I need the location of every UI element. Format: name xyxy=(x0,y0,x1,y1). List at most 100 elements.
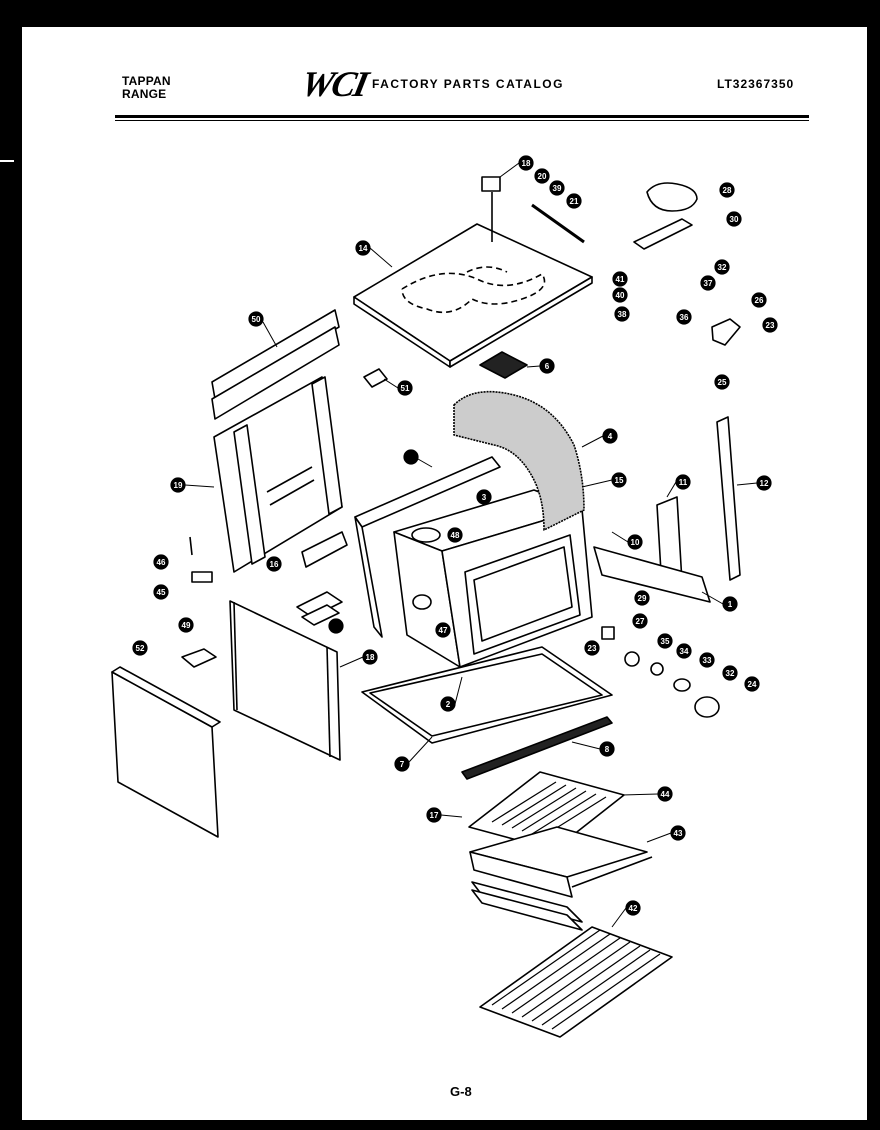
edge-mark xyxy=(0,160,14,162)
callout-42: 42 xyxy=(625,900,641,916)
callout-18b: 18 xyxy=(362,649,378,665)
callout-3: 3 xyxy=(476,489,492,505)
callout-46: 46 xyxy=(153,554,169,570)
callout-number: 11 xyxy=(679,478,688,487)
callout-47: 47 xyxy=(435,622,451,638)
callout-number: 26 xyxy=(755,296,764,305)
callout-number: 41 xyxy=(616,275,625,284)
rear-panel xyxy=(213,376,343,573)
vent-duct xyxy=(453,390,585,531)
callout-number: 17 xyxy=(430,811,439,820)
callout-number: 10 xyxy=(631,538,640,547)
callout-number: 39 xyxy=(553,184,562,193)
callout-number: 33 xyxy=(703,656,712,665)
callout-number: 23 xyxy=(588,644,597,653)
callout-50: 50 xyxy=(248,311,264,327)
brand-line-1: TAPPAN xyxy=(122,74,171,88)
side-trim-strip xyxy=(716,416,741,581)
callout-number: 35 xyxy=(661,637,670,646)
callout-41: 41 xyxy=(612,271,628,287)
callout-26: 26 xyxy=(751,292,767,308)
callout-number: 50 xyxy=(252,315,261,324)
callout-number: 23 xyxy=(766,321,775,330)
callout-34: 34 xyxy=(676,643,692,659)
callout-number: 25 xyxy=(718,378,727,387)
callout-number: 43 xyxy=(674,829,683,838)
callout-number: 30 xyxy=(730,215,739,224)
callout-48: 48 xyxy=(447,527,463,543)
callout-43: 43 xyxy=(670,825,686,841)
cooktop-panel xyxy=(353,223,593,368)
callout-number: 45 xyxy=(157,588,166,597)
callout-30: 30 xyxy=(726,211,742,227)
callout-number: 48 xyxy=(451,531,460,540)
callout-52: 52 xyxy=(132,640,148,656)
callout-18: 18 xyxy=(518,155,534,171)
callout-33: 33 xyxy=(699,652,715,668)
exploded-parts-diagram: 18 20 39 21 14 28 30 32 41 40 38 37 36 2… xyxy=(111,155,778,1038)
catalog-title: FACTORY PARTS CATALOG xyxy=(372,77,564,91)
page-number: G-8 xyxy=(450,1084,472,1099)
callout-number: 21 xyxy=(570,197,579,206)
callout-39: 39 xyxy=(549,180,565,196)
callout-32: 32 xyxy=(714,259,730,275)
callout-number: 12 xyxy=(760,479,769,488)
callout-36: 36 xyxy=(676,309,692,325)
callout-5b xyxy=(328,618,344,634)
callout-number: 6 xyxy=(545,362,550,371)
callout-number: 44 xyxy=(661,790,670,799)
header-rule-thin xyxy=(115,120,809,121)
callout-number: 38 xyxy=(618,310,627,319)
callout-20: 20 xyxy=(534,168,550,184)
side-panel xyxy=(229,600,341,761)
drip-pan xyxy=(469,826,648,898)
callout-number: 27 xyxy=(636,617,645,626)
callout-49: 49 xyxy=(178,617,194,633)
callout-19: 19 xyxy=(170,477,186,493)
callout-number: 8 xyxy=(605,745,610,754)
vent-grille xyxy=(479,351,528,379)
oven-rack xyxy=(479,926,673,1038)
oven-liner xyxy=(393,489,593,668)
callout-number: 47 xyxy=(439,626,448,635)
callout-2: 2 xyxy=(440,696,456,712)
callout-17: 17 xyxy=(426,807,442,823)
callout-number: 49 xyxy=(182,621,191,630)
callout-23: 23 xyxy=(762,317,778,333)
callout-35: 35 xyxy=(657,633,673,649)
brand-block: TAPPAN RANGE xyxy=(122,75,171,101)
callout-40: 40 xyxy=(612,287,628,303)
callout-11: 11 xyxy=(675,474,691,490)
parts-sheet: TAPPAN RANGE WCI FACTORY PARTS CATALOG L… xyxy=(22,27,867,1120)
callout-25: 25 xyxy=(714,374,730,390)
callout-1: 1 xyxy=(722,596,738,612)
callout-14: 14 xyxy=(355,240,371,256)
callout-number: 36 xyxy=(680,313,689,322)
callout-number: 3 xyxy=(482,493,487,502)
left-small-parts xyxy=(181,536,217,668)
callout-number: 7 xyxy=(400,760,405,769)
clock-assembly xyxy=(633,182,741,346)
back-trim xyxy=(211,309,340,420)
callout-21: 21 xyxy=(566,193,582,209)
callout-number: 2 xyxy=(446,700,451,709)
model-number: LT32367350 xyxy=(717,77,795,91)
rack-stack xyxy=(471,856,653,931)
header-rule-thick xyxy=(115,115,809,118)
side-bracket xyxy=(593,496,711,603)
insulation-wrap xyxy=(354,456,501,638)
callout-number: 42 xyxy=(629,904,638,913)
top-fittings xyxy=(481,176,585,244)
callout-23b: 23 xyxy=(584,640,600,656)
callout-number: 52 xyxy=(136,644,145,653)
callout-29: 29 xyxy=(634,590,650,606)
callout-number: 32 xyxy=(718,263,727,272)
callout-number: 1 xyxy=(728,600,733,609)
callout-8: 8 xyxy=(599,741,615,757)
callout-38: 38 xyxy=(614,306,630,322)
bottom-strip xyxy=(461,716,613,780)
callout-37: 37 xyxy=(700,275,716,291)
callout-number: 40 xyxy=(616,291,625,300)
callout-12: 12 xyxy=(756,475,772,491)
callout-number: 34 xyxy=(680,647,689,656)
